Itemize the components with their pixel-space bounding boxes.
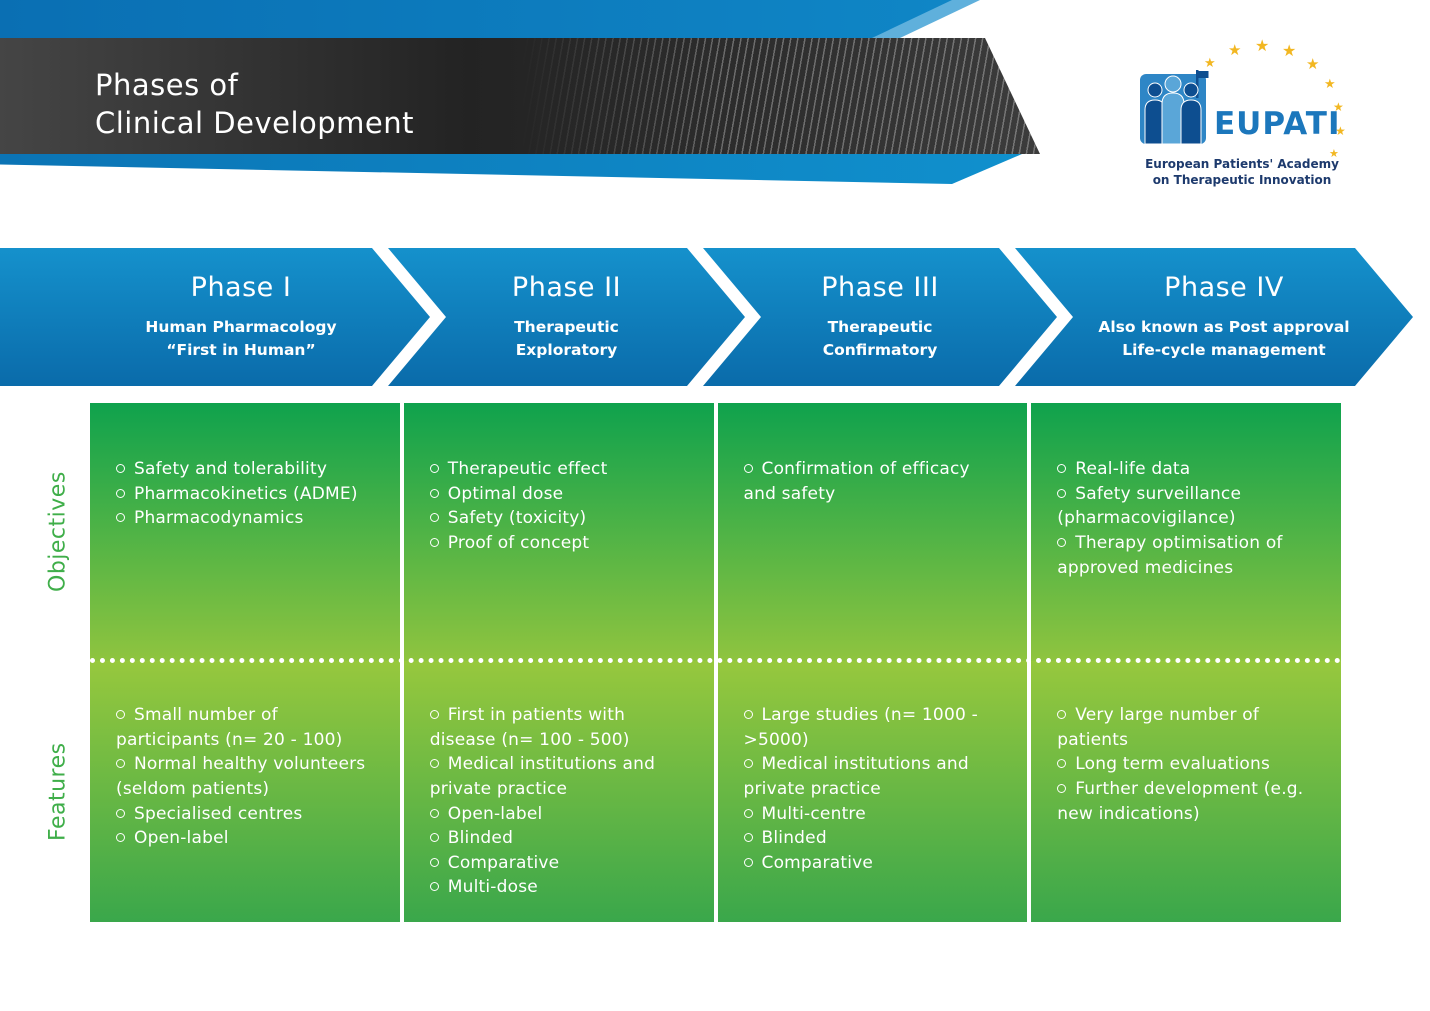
bullet-item: Optimal dose bbox=[430, 482, 694, 507]
bullet-item: Blinded bbox=[744, 826, 1008, 851]
eu-star-icon: ★ bbox=[1324, 77, 1336, 92]
phase-1-subtitle: Human Pharmacology “First in Human” bbox=[145, 316, 336, 363]
bullet-item: First in patients with disease (n= 100 -… bbox=[430, 703, 694, 752]
phase-4-subtitle: Also known as Post approval Life-cycle m… bbox=[1098, 316, 1349, 363]
cell-features-phase-3: Large studies (n= 1000 - >5000)Medical i… bbox=[717, 661, 1028, 922]
phase-4-title: Phase IV bbox=[1164, 272, 1284, 303]
page-title-line2: Clinical Development bbox=[95, 106, 415, 141]
eupati-logo: ★ ★ ★ ★ ★ ★ ★ ★ ★ ★ ★ EUPATI European Pa… bbox=[1118, 36, 1370, 190]
bullet-item: Proof of concept bbox=[430, 531, 694, 556]
bullet-item: Very large number of patients bbox=[1057, 703, 1321, 752]
bullet-item: Safety (toxicity) bbox=[430, 506, 694, 531]
bullet-item: Medical institutions and private practic… bbox=[430, 752, 694, 801]
page-title: Phases of Clinical Development bbox=[95, 66, 414, 143]
people-icon bbox=[1140, 70, 1209, 144]
bullet-item: Further development (e.g. new indication… bbox=[1057, 777, 1321, 826]
bullet-item: Pharmacokinetics (ADME) bbox=[116, 482, 380, 507]
phase-1-subtitle-line1: Human Pharmacology bbox=[145, 318, 337, 336]
bullet-item: Long term evaluations bbox=[1057, 752, 1321, 777]
phase-3-subtitle: Therapeutic Confirmatory bbox=[821, 316, 939, 363]
bullet-item: Therapy optimisation of approved medicin… bbox=[1057, 531, 1321, 580]
bullet-item: Large studies (n= 1000 - >5000) bbox=[744, 703, 1008, 752]
phase-1-subtitle-line2: “First in Human” bbox=[166, 341, 316, 360]
eu-star-icon: ★ bbox=[1204, 56, 1216, 71]
row-label-features: Features bbox=[45, 742, 71, 841]
bullet-item: Comparative bbox=[430, 851, 694, 876]
bullet-item: Multi-dose bbox=[430, 875, 694, 900]
bullet-item: Open-label bbox=[430, 802, 694, 827]
phase-1-arrow: Phase I Human Pharmacology “First in Hum… bbox=[0, 248, 430, 386]
bullet-item: Confirmation of efficacy and safety bbox=[744, 457, 1008, 506]
header-banner: Phases of Clinical Development bbox=[0, 38, 1040, 154]
phase-2-subtitle-line2: Exploratory bbox=[515, 341, 618, 360]
bullet-item: Safety surveillance (pharmacovigilance) bbox=[1057, 482, 1321, 531]
phase-4-subtitle-line1: Also known as Post approval bbox=[1098, 318, 1350, 336]
phase-3-subtitle-line1: Therapeutic bbox=[827, 318, 933, 336]
bullet-item: Blinded bbox=[430, 826, 694, 851]
logo-tagline: European Patients' Academy on Therapeuti… bbox=[1132, 156, 1352, 188]
dotted-divider bbox=[90, 658, 1341, 663]
bullet-item: Therapeutic effect bbox=[430, 457, 694, 482]
pinstripe-decoration bbox=[520, 38, 1040, 154]
eu-star-icon: ★ bbox=[1306, 55, 1320, 73]
phase-4-subtitle-line2: Life-cycle management bbox=[1122, 341, 1326, 360]
bullet-item: Open-label bbox=[116, 826, 380, 851]
page-title-line1: Phases of bbox=[95, 68, 239, 102]
logo-tagline-line2: on Therapeutic Innovation bbox=[1152, 173, 1332, 188]
bullet-item: Pharmacodynamics bbox=[116, 506, 380, 531]
eu-star-icon: ★ bbox=[1282, 41, 1297, 60]
phase-3-arrow: Phase III Therapeutic Confirmatory bbox=[703, 248, 1057, 386]
bullet-item: Real-life data bbox=[1057, 457, 1321, 482]
phase-3-title: Phase III bbox=[821, 272, 939, 303]
bullet-item: Multi-centre bbox=[744, 802, 1008, 827]
phase-arrows: Phase I Human Pharmacology “First in Hum… bbox=[0, 248, 1430, 386]
phase-2-subtitle: Therapeutic Exploratory bbox=[512, 316, 621, 363]
header-blue-band bbox=[0, 0, 952, 38]
cell-features-phase-1: Small number of participants (n= 20 - 10… bbox=[90, 661, 400, 922]
bullet-item: Normal healthy volunteers (seldom patien… bbox=[116, 752, 380, 801]
logo-tagline-line1: European Patients' Academy bbox=[1145, 157, 1339, 171]
phase-2-arrow: Phase II Therapeutic Exploratory bbox=[388, 248, 745, 386]
bullet-item: Small number of participants (n= 20 - 10… bbox=[116, 703, 380, 752]
row-label-objectives: Objectives bbox=[45, 471, 71, 593]
phase-table: Objectives Features Safety and tolerabil… bbox=[46, 403, 1341, 922]
eu-star-icon: ★ bbox=[1335, 124, 1346, 138]
phase-2-title: Phase II bbox=[511, 272, 622, 303]
eu-star-icon: ★ bbox=[1228, 41, 1242, 59]
bullet-item: Specialised centres bbox=[116, 802, 380, 827]
eu-star-icon: ★ bbox=[1333, 100, 1344, 114]
bullet-item: Safety and tolerability bbox=[116, 457, 380, 482]
bullet-item: Medical institutions and private practic… bbox=[744, 752, 1008, 801]
phase-4-arrow: Phase IV Also known as Post approval Lif… bbox=[1015, 248, 1413, 386]
cell-features-phase-2: First in patients with disease (n= 100 -… bbox=[403, 661, 714, 922]
eu-star-icon: ★ bbox=[1255, 36, 1270, 55]
phase-1-title: Phase I bbox=[190, 272, 292, 303]
header-blue-underline bbox=[0, 154, 1022, 184]
logo-wordmark: EUPATI bbox=[1214, 106, 1341, 142]
cell-objectives-phase-3: Confirmation of efficacy and safety bbox=[717, 403, 1028, 661]
phase-2-subtitle-line1: Therapeutic bbox=[514, 318, 619, 336]
bullet-item: Comparative bbox=[744, 851, 1008, 876]
eu-star-icon: ★ bbox=[1329, 147, 1339, 160]
phase-3-subtitle-line2: Confirmatory bbox=[822, 341, 938, 360]
